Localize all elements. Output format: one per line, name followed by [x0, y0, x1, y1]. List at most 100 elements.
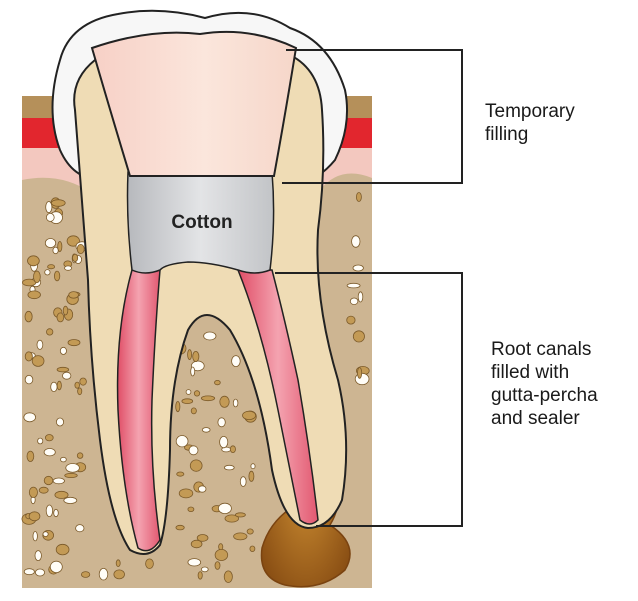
bone-pore — [29, 512, 40, 521]
bone-pore — [65, 473, 78, 477]
bone-pore — [116, 560, 120, 567]
bone-pore — [57, 367, 69, 372]
bone-pore — [352, 236, 360, 248]
bone-pore — [28, 256, 40, 266]
bone-pore — [50, 561, 62, 572]
bone-pore — [54, 271, 59, 281]
bone-pore — [38, 438, 43, 444]
bone-pore — [249, 471, 254, 481]
bone-pore — [64, 497, 77, 503]
bone-pore — [358, 292, 363, 302]
bone-pore — [198, 572, 202, 580]
bone-pore — [68, 340, 80, 346]
bone-pore — [35, 551, 41, 561]
bone-pore — [230, 446, 235, 453]
bone-pore — [235, 513, 245, 517]
bone-pore — [243, 411, 256, 419]
bone-pore — [188, 507, 194, 512]
bone-pore — [47, 329, 53, 335]
bone-pore — [358, 368, 362, 379]
bone-pore — [56, 418, 63, 426]
bone-pore — [350, 298, 358, 305]
bone-pore — [62, 372, 70, 379]
bone-pore — [45, 435, 53, 441]
bone-pore — [56, 544, 69, 555]
bone-pore — [54, 509, 59, 516]
bone-pore — [46, 202, 52, 213]
bone-pore — [356, 193, 361, 202]
bone-pore — [46, 213, 54, 221]
bone-pore — [218, 503, 231, 513]
bone-pore — [81, 572, 89, 578]
bone-pore — [202, 428, 210, 433]
bone-pore — [25, 375, 33, 384]
bone-pore — [44, 449, 55, 456]
bone-pore — [33, 532, 37, 541]
bone-pore — [204, 332, 216, 340]
bone-pore — [234, 533, 247, 540]
bone-pore — [29, 487, 37, 497]
bone-pore — [58, 242, 62, 252]
bone-pore — [232, 356, 241, 367]
bone-pore — [99, 568, 108, 580]
bone-pore — [188, 559, 201, 566]
bone-pore — [176, 402, 180, 412]
bone-pore — [191, 408, 196, 414]
bone-pore — [28, 291, 41, 299]
bone-pore — [65, 266, 72, 270]
bone-pore — [224, 571, 232, 583]
bone-pore — [35, 569, 44, 576]
bone-pore — [198, 486, 206, 492]
bone-pore — [193, 351, 199, 361]
bone-pore — [188, 350, 192, 360]
cotton-label: Cotton — [171, 212, 232, 233]
bone-pore — [114, 570, 125, 579]
bone-pore — [194, 391, 199, 396]
temporary-filling — [92, 32, 296, 176]
bone-pore — [57, 381, 61, 390]
bone-pore — [251, 464, 255, 469]
bone-pore — [201, 567, 208, 572]
bone-pore — [55, 491, 68, 498]
bone-pore — [250, 546, 255, 552]
bone-pore — [43, 532, 48, 537]
bone-pore — [60, 347, 66, 354]
bone-pore — [44, 476, 53, 484]
bone-pore — [48, 265, 55, 269]
bone-pore — [240, 477, 246, 487]
bone-pore — [176, 436, 188, 447]
bone-pore — [353, 265, 363, 271]
bone-pore — [201, 396, 214, 401]
bone-pore — [215, 380, 221, 384]
bone-pore — [146, 559, 154, 569]
bone-pore — [53, 478, 64, 484]
bone-pore — [24, 569, 34, 575]
bone-pore — [186, 390, 191, 395]
bone-pore — [77, 453, 83, 459]
bone-pore — [75, 382, 80, 388]
bone-pore — [191, 367, 195, 376]
bone-pore — [220, 436, 228, 447]
bone-pore — [80, 378, 87, 385]
bone-pore — [27, 451, 34, 461]
bone-pore — [76, 525, 84, 532]
bone-pore — [177, 472, 184, 476]
bone-pore — [182, 399, 193, 404]
bone-pore — [45, 239, 55, 248]
bone-pore — [46, 505, 52, 517]
bone-pore — [78, 388, 82, 395]
bone-pore — [25, 352, 32, 361]
bone-pore — [224, 465, 234, 470]
bone-pore — [32, 356, 44, 367]
bone-pore — [25, 311, 32, 322]
bone-pore — [63, 306, 68, 315]
bone-pore — [73, 254, 78, 261]
bone-pore — [179, 489, 193, 498]
callout-temporary-filling: Temporary filling — [485, 100, 575, 146]
bone-pore — [66, 464, 80, 473]
bone-pore — [233, 399, 238, 407]
bone-pore — [347, 316, 355, 324]
bone-pore — [69, 292, 79, 299]
bone-pore — [247, 529, 253, 534]
